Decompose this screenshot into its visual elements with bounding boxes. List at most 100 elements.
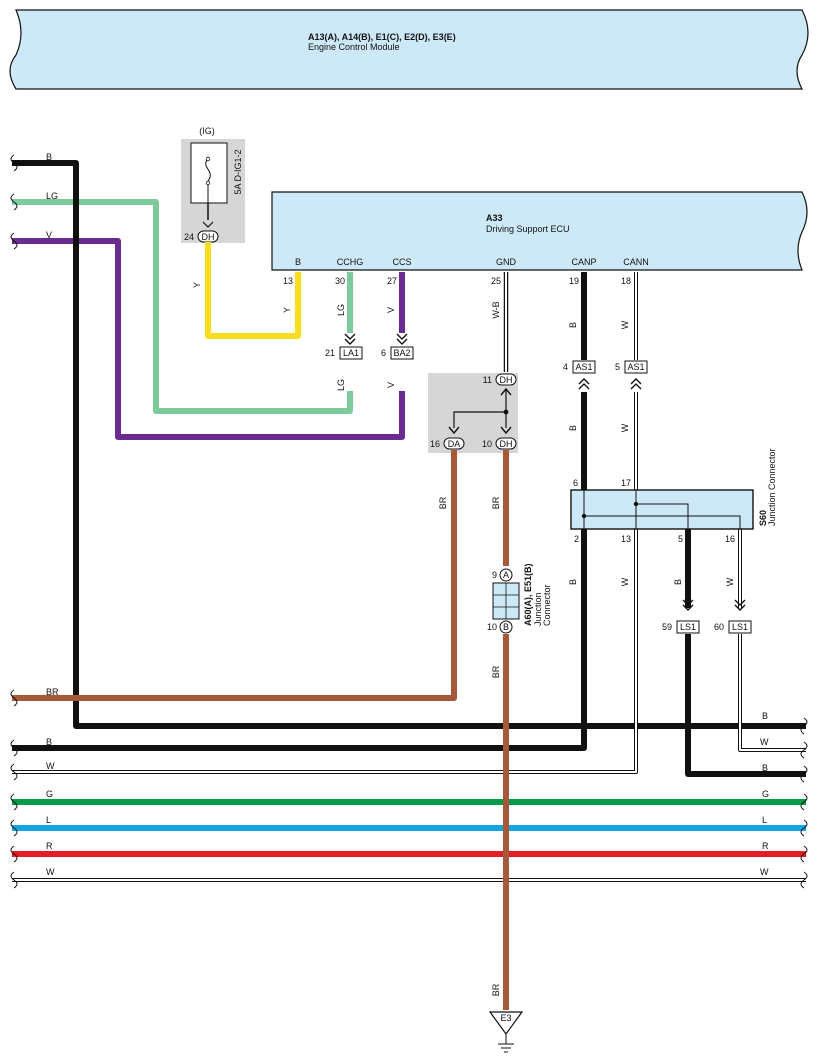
- label-r-right: R: [762, 841, 769, 851]
- label-l-right: L: [762, 815, 767, 825]
- fuse-ig-label: (IG): [199, 126, 215, 136]
- a60-pin-a: 9: [492, 570, 497, 580]
- splice-branch: [453, 411, 506, 428]
- ecu-pin-number-18: 18: [621, 276, 631, 286]
- da-arrow: [448, 426, 460, 435]
- ls1-60-connector: [728, 620, 752, 634]
- dh11-name: DH: [500, 375, 513, 385]
- ls1-b-wire: [685, 634, 806, 777]
- as1-cann-connector: [624, 360, 648, 374]
- ecu-pin-number-30: 30: [335, 276, 345, 286]
- s60-canp-bus: [583, 490, 741, 529]
- s60-pin-16: 16: [725, 534, 735, 544]
- label-br-ground-2: BR: [491, 665, 501, 678]
- ba2-name: BA2: [393, 348, 410, 358]
- v-wire-lower: [12, 238, 405, 440]
- label-b-s60: B: [673, 579, 683, 585]
- s60-pin-17: 17: [621, 478, 631, 488]
- ecu-pin-b: B: [295, 257, 301, 267]
- ls1-59-name: LS1: [680, 622, 696, 632]
- label-br-ground-3: BR: [491, 983, 501, 996]
- a60-name: Junction: [533, 592, 543, 626]
- ground-triangle: [488, 1011, 524, 1036]
- s60-cann-bus: [635, 490, 689, 529]
- la1-connector: [339, 346, 363, 360]
- a60-terminal-b: [499, 620, 513, 634]
- dh10-arrow: [500, 426, 512, 435]
- a60-pin-b: 10: [487, 622, 497, 632]
- ba2-pin: 6: [381, 348, 386, 358]
- a60-letter-a: A: [503, 570, 509, 580]
- label-w-cann-1: W: [620, 320, 630, 329]
- ecu-pin-number-19: 19: [569, 276, 579, 286]
- s60-name: Junction Connector: [767, 448, 777, 526]
- label-y-ecu: Y: [282, 307, 292, 313]
- dh11-pin: 11: [483, 375, 492, 385]
- dh10-name: DH: [500, 439, 513, 449]
- ecu-pin-cchg: CCHG: [337, 257, 364, 267]
- ground-name: E3: [500, 1013, 511, 1023]
- label-br-ground-1: BR: [491, 496, 501, 509]
- label-w-left: W: [46, 761, 55, 771]
- y-wire: [205, 242, 301, 339]
- fuse-symbol: [205, 158, 211, 182]
- fuse-output-arrow: [202, 221, 214, 228]
- br-wire-da: [12, 450, 457, 701]
- s60-pin-6: 6: [573, 478, 578, 488]
- ecu-box: [271, 191, 808, 271]
- lg-wire-lower: [12, 199, 353, 414]
- label-b-top: B: [46, 152, 52, 162]
- s60-pin-13: 13: [621, 534, 631, 544]
- label-l-left: L: [46, 815, 51, 825]
- as1-canp-arrow: [578, 378, 590, 390]
- dh11-connector: [495, 373, 517, 386]
- ecu-pin-ccs: CCS: [392, 257, 411, 267]
- label-b-right-2: B: [762, 763, 768, 773]
- ls1-59-arrow: [682, 599, 694, 611]
- ecu-name: Driving Support ECU: [486, 224, 570, 234]
- ba2-arrow: [396, 333, 408, 345]
- fuse-terminal-bottom: [205, 180, 211, 186]
- as1-canp-name: AS1: [575, 362, 592, 372]
- dh10-pin: 10: [482, 439, 492, 449]
- s60-pin-5: 5: [678, 534, 683, 544]
- label-w-cann-3: W: [620, 577, 630, 586]
- ecu-pin-number-27: 27: [387, 276, 397, 286]
- a60-code: A60(A), E51(B): [523, 563, 533, 626]
- label-v-left: V: [46, 230, 52, 240]
- label-lg-upper: LG: [336, 304, 346, 316]
- ls1-w-wire: [739, 634, 806, 751]
- a60-letter-b: B: [503, 622, 509, 632]
- ba2-connector: [390, 346, 414, 360]
- ls1-59-pin: 59: [662, 622, 672, 632]
- la1-arrow: [344, 333, 356, 345]
- ecu-pin-canp: CANP: [571, 257, 596, 267]
- label-y-fuse: Y: [192, 282, 202, 288]
- s60-pin-2: 2: [574, 534, 579, 544]
- fuse-label: 5A D-IG1-2: [233, 149, 243, 194]
- ecm-name: Engine Control Module: [308, 42, 400, 52]
- fuse-body: [190, 142, 228, 204]
- la1-name: LA1: [343, 348, 359, 358]
- as1-cann-pin: 5: [615, 362, 620, 372]
- ls1-60-name: LS1: [732, 622, 748, 632]
- label-g-right: G: [762, 789, 769, 799]
- fuse-conn-name: DH: [202, 232, 215, 242]
- label-b-right-1: B: [762, 711, 768, 721]
- label-b-canp-2: B: [568, 425, 578, 431]
- label-w-right-1: W: [760, 737, 769, 747]
- ecm-code: A13(A), A14(B), E1(C), E2(D), E3(E): [308, 32, 456, 42]
- s60-code: S60: [758, 510, 768, 526]
- la1-pin: 21: [325, 348, 335, 358]
- label-b-left: B: [46, 737, 52, 747]
- label-v-lower: V: [386, 382, 396, 388]
- da16-connector: [443, 437, 465, 450]
- fuse-conn-pin: 24: [184, 232, 194, 242]
- label-b-canp-3: B: [568, 579, 578, 585]
- fuse-terminal-top: [205, 156, 211, 162]
- right-break-marks: [800, 717, 808, 889]
- label-wb: W-B: [491, 301, 501, 318]
- s60-junction-1: [581, 513, 587, 519]
- a60-name-2: Connector: [542, 584, 552, 626]
